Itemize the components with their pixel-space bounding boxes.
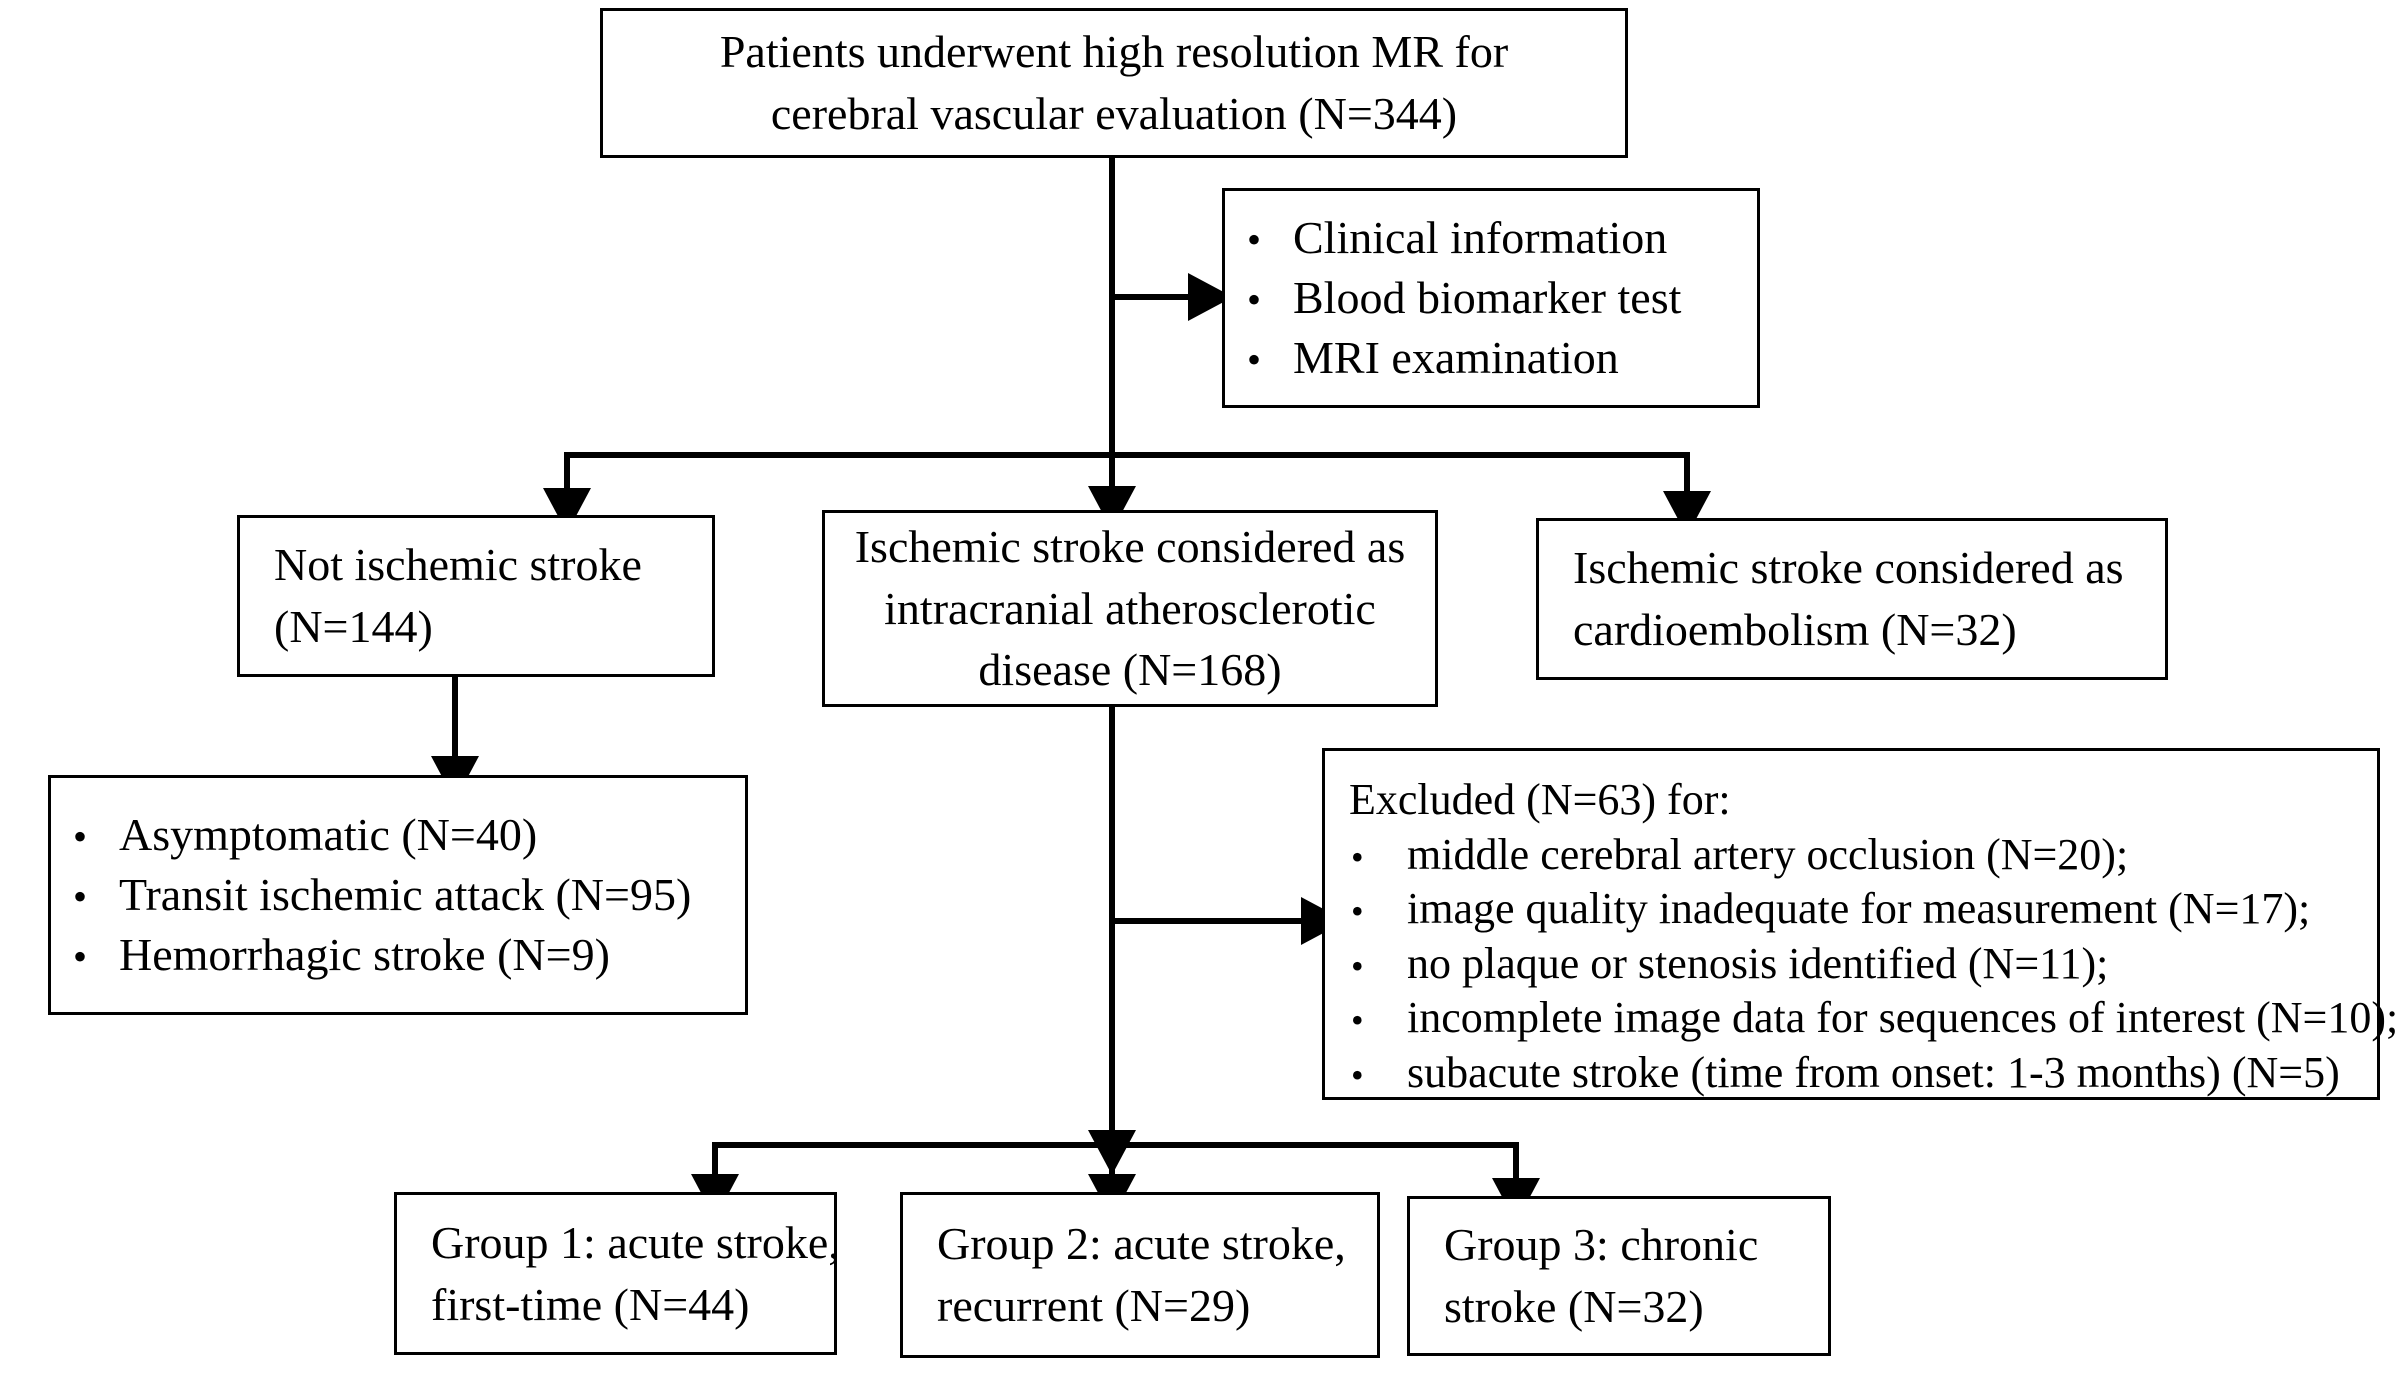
enrollment-source-line-2: cerebral vascular evaluation (N=344)	[770, 88, 1458, 139]
exclusion-item-4: incomplete image data for sequences of i…	[1407, 993, 2399, 1043]
exclusion-item-3: no plaque or stenosis identified (N=11);	[1407, 938, 2109, 988]
cardioembolism-line-2: cardioembolism (N=32)	[1573, 604, 2017, 655]
bullet-icon: •	[1351, 1000, 1364, 1041]
icad-line-3: disease (N=168)	[978, 644, 1282, 696]
exclusion-item-2: image quality inadequate for measurement…	[1407, 884, 2311, 934]
node-ischemic-stroke-cardioembolism: Ischemic stroke considered as cardioembo…	[1536, 518, 2168, 680]
connector-group-bar	[691, 1142, 1540, 1223]
node-intake-assessments: • Clinical information • Blood biomarker…	[1222, 188, 1760, 408]
bullet-icon: •	[73, 933, 88, 979]
node-not-ischemic-breakdown: • Asymptomatic (N=40) • Transit ischemic…	[48, 775, 748, 1015]
list-item: • Transit ischemic attack (N=95)	[73, 865, 745, 925]
list-item: • Clinical information	[1247, 208, 1757, 268]
group-3-line-1: Group 3: chronic	[1444, 1219, 1759, 1271]
node-exclusion-criteria: Excluded (N=63) for: • middle cerebral a…	[1322, 748, 2398, 1101]
list-item: • Asymptomatic (N=40)	[73, 805, 745, 865]
bullet-icon: •	[1351, 945, 1364, 986]
exclusion-item-5: subacute stroke (time from onset: 1-3 mo…	[1407, 1047, 2340, 1097]
bullet-icon: •	[73, 814, 88, 860]
node-not-ischemic-stroke: Not ischemic stroke (N=144)	[237, 515, 715, 677]
list-item: • MRI examination	[1247, 328, 1757, 388]
bullet-icon: •	[73, 874, 88, 920]
list-item: • subacute stroke (time from onset: 1-3 …	[1345, 1046, 2363, 1101]
intake-item-3: MRI examination	[1293, 331, 1619, 383]
list-item: • no plaque or stenosis identified (N=11…	[1345, 937, 2363, 992]
group-2-line-2: recurrent (N=29)	[937, 1280, 1251, 1331]
node-group-3: Group 3: chronic stroke (N=32)	[1407, 1196, 1831, 1356]
bullet-icon: •	[1351, 1054, 1364, 1095]
intake-item-1: Clinical information	[1293, 212, 1668, 264]
cardioembolism-line-1: Ischemic stroke considered as	[1573, 542, 2124, 594]
not-ischemic-line-1: Not ischemic stroke	[274, 539, 642, 591]
not-ischemic-detail-2: Transit ischemic attack (N=95)	[119, 869, 692, 921]
connector-classification-bar	[543, 452, 1711, 536]
exclusion-title: Excluded (N=63) for:	[1349, 775, 1731, 824]
node-enrollment-source: Patients underwent high resolution MR fo…	[600, 8, 1628, 158]
list-item: • image quality inadequate for measureme…	[1345, 882, 2363, 937]
node-group-2: Group 2: acute stroke, recurrent (N=29)	[900, 1192, 1380, 1358]
not-ischemic-detail-1: Asymptomatic (N=40)	[119, 809, 538, 861]
list-item: • incomplete image data for sequences of…	[1345, 991, 2398, 1046]
exclusion-item-1: middle cerebral artery occlusion (N=20);	[1407, 829, 2129, 879]
list-item: • Blood biomarker test	[1247, 268, 1757, 328]
bullet-icon: •	[1247, 217, 1262, 263]
group-3-line-2: stroke (N=32)	[1444, 1281, 1704, 1332]
node-group-1: Group 1: acute stroke, first-time (N=44)	[394, 1192, 840, 1355]
not-ischemic-line-2: (N=144)	[274, 601, 433, 652]
bullet-icon: •	[1351, 891, 1364, 932]
group-1-line-1: Group 1: acute stroke,	[431, 1216, 840, 1268]
group-1-line-2: first-time (N=44)	[431, 1278, 750, 1330]
bullet-icon: •	[1247, 336, 1262, 382]
enrollment-source-line-1: Patients underwent high resolution MR fo…	[719, 26, 1509, 78]
not-ischemic-detail-3: Hemorrhagic stroke (N=9)	[119, 928, 610, 980]
bullet-icon: •	[1247, 277, 1262, 323]
bullet-icon: •	[1351, 836, 1364, 877]
icad-line-2: intracranial atherosclerotic	[884, 582, 1376, 634]
icad-line-1: Ischemic stroke considered as	[854, 521, 1406, 573]
group-2-line-1: Group 2: acute stroke,	[937, 1218, 1346, 1270]
list-item: • middle cerebral artery occlusion (N=20…	[1345, 828, 2363, 883]
intake-item-2: Blood biomarker test	[1293, 272, 1682, 324]
node-ischemic-stroke-icad: Ischemic stroke considered as intracrani…	[822, 510, 1438, 707]
list-item: • Hemorrhagic stroke (N=9)	[73, 925, 745, 985]
